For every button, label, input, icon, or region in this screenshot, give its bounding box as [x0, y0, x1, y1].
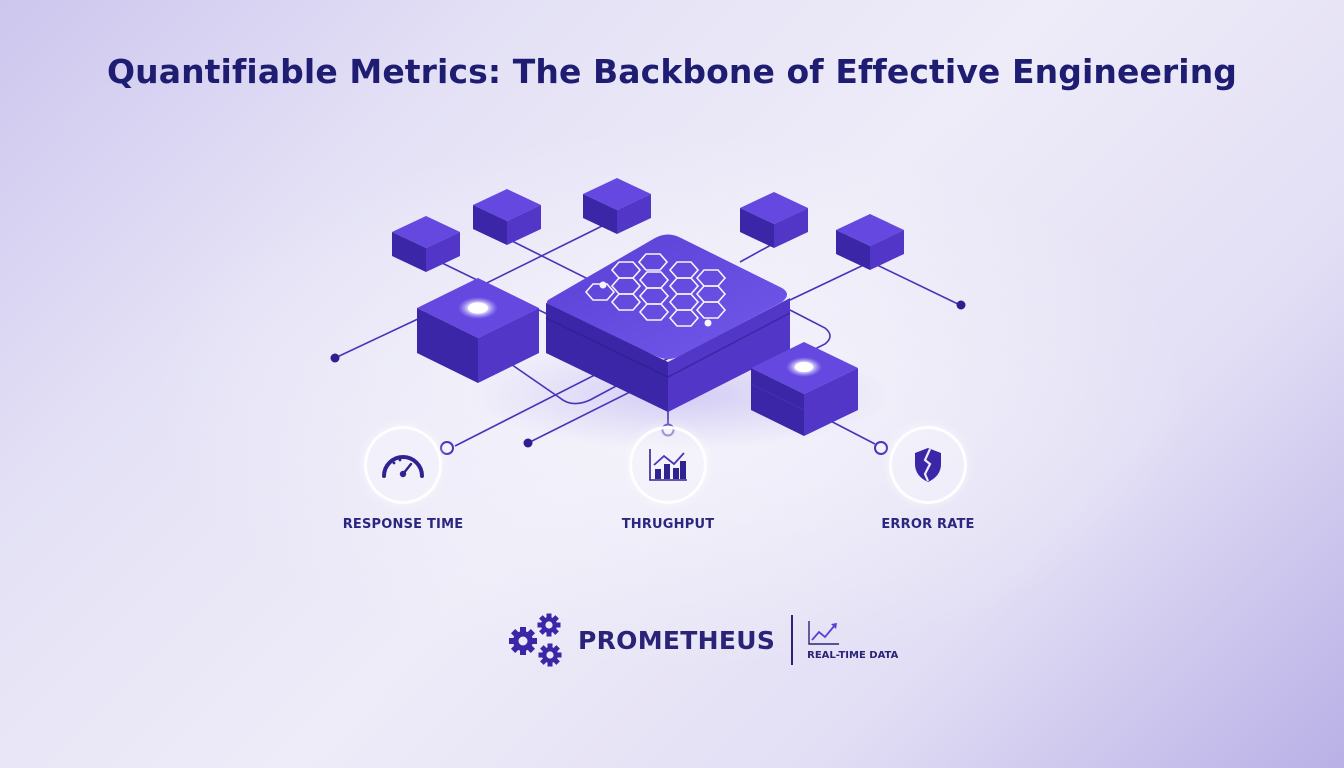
small-cube-4 [740, 192, 808, 248]
metric-label: RESPONSE TIME [342, 517, 464, 532]
small-cube-5 [836, 214, 904, 270]
small-cube-1 [392, 216, 460, 272]
bar-chart-trend-icon [649, 449, 687, 481]
gears-icon [509, 613, 562, 667]
glowing-cube-left [417, 278, 539, 383]
brand-logo: PROMETHEUS REAL-TIME DATA [508, 610, 898, 670]
small-cube-3 [583, 178, 651, 234]
brand-name: PROMETHEUS [578, 625, 776, 655]
page-title: Quantifiable Metrics: The Backbone of Ef… [106, 52, 1238, 91]
speedometer-icon [382, 455, 424, 478]
metric-ring [629, 426, 707, 504]
metric-ring [889, 426, 967, 504]
glowing-cube-right [750, 342, 858, 436]
brand-tagline: REAL-TIME DATA [807, 649, 899, 661]
metric-error-rate: ERROR RATE [848, 426, 1008, 532]
small-cube-2 [473, 189, 541, 245]
line-chart-icon [808, 620, 840, 645]
hexagon-cluster-icon [584, 253, 727, 327]
metric-ring [364, 426, 442, 504]
metric-label: ERROR RATE [881, 517, 975, 532]
metric-response-time: RESPONSE TIME [323, 426, 483, 532]
central-platform [545, 234, 791, 412]
metric-throughput: THRUGHPUT [588, 426, 748, 532]
metric-label: THRUGHPUT [621, 517, 715, 532]
broken-shield-icon [915, 448, 941, 482]
realtime-badge: REAL-TIME DATA [807, 620, 898, 661]
brand-divider [791, 615, 794, 665]
endpoint-dots [330, 300, 966, 448]
